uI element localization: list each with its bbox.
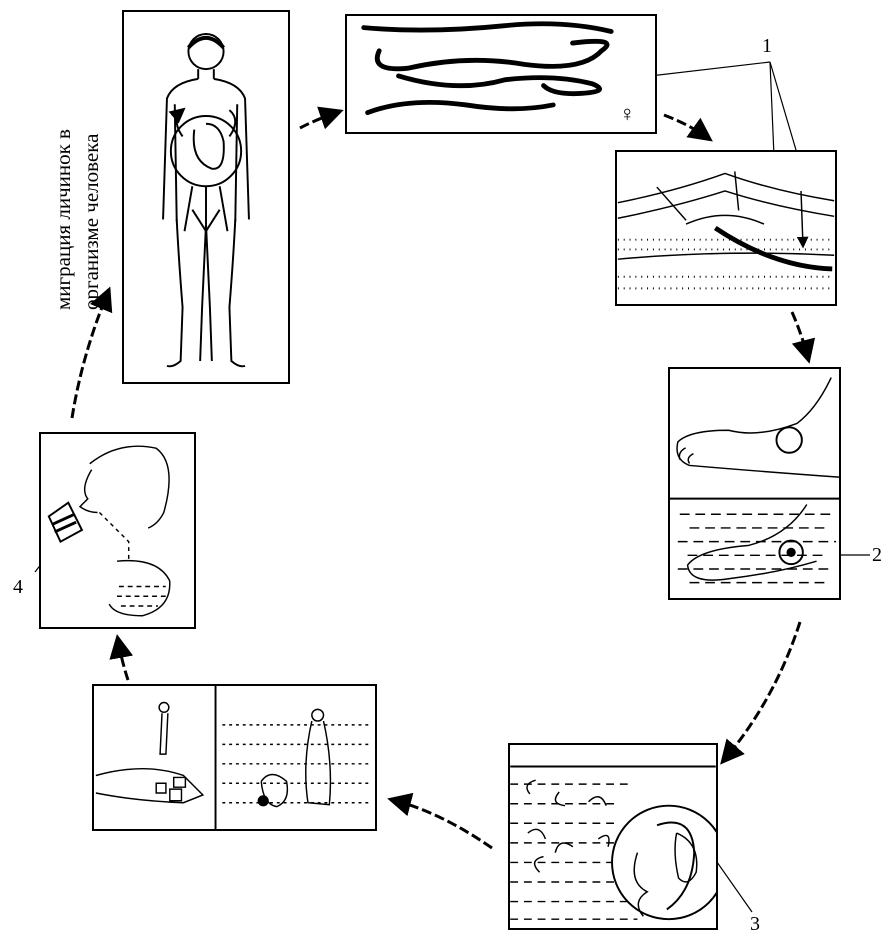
skin-cross-section-illustration — [617, 152, 835, 304]
drinking-water-panel — [39, 432, 196, 629]
arrow-water-to-well — [393, 800, 492, 848]
migration-label: миграция личинок в организме человека — [40, 40, 130, 320]
arrow-human-to-worm — [300, 112, 338, 128]
drinking-infected-water-illustration — [41, 434, 194, 627]
human-body-illustration — [124, 12, 288, 382]
migration-label-line1: миграция личинок в — [51, 129, 75, 310]
female-symbol: ♀ — [619, 104, 636, 124]
female-worm-illustration — [347, 16, 655, 132]
adult-worm-panel: ♀ — [345, 14, 657, 134]
water-sources-panel — [92, 684, 377, 831]
foot-blister-panel — [668, 367, 841, 600]
arrow-foot-to-water — [724, 622, 800, 760]
well-and-pond-illustration — [94, 686, 375, 829]
human-host-panel — [122, 10, 290, 384]
arrow-well-to-drink — [118, 640, 128, 680]
label-3: 3 — [750, 914, 760, 934]
skin-section-panel: 1 — [615, 150, 837, 306]
label-1: 1 — [762, 36, 772, 56]
foot-blister-illustration — [670, 369, 839, 598]
arrow-skin-to-foot — [792, 312, 808, 358]
label-4: 4 — [13, 577, 23, 597]
arrow-worm-to-skin — [664, 115, 708, 138]
label-2: 2 — [872, 545, 882, 565]
larvae-in-water-panel — [508, 743, 718, 930]
cyclops-with-larvae-illustration — [510, 745, 716, 928]
migration-label-line2: организме человека — [79, 133, 103, 310]
